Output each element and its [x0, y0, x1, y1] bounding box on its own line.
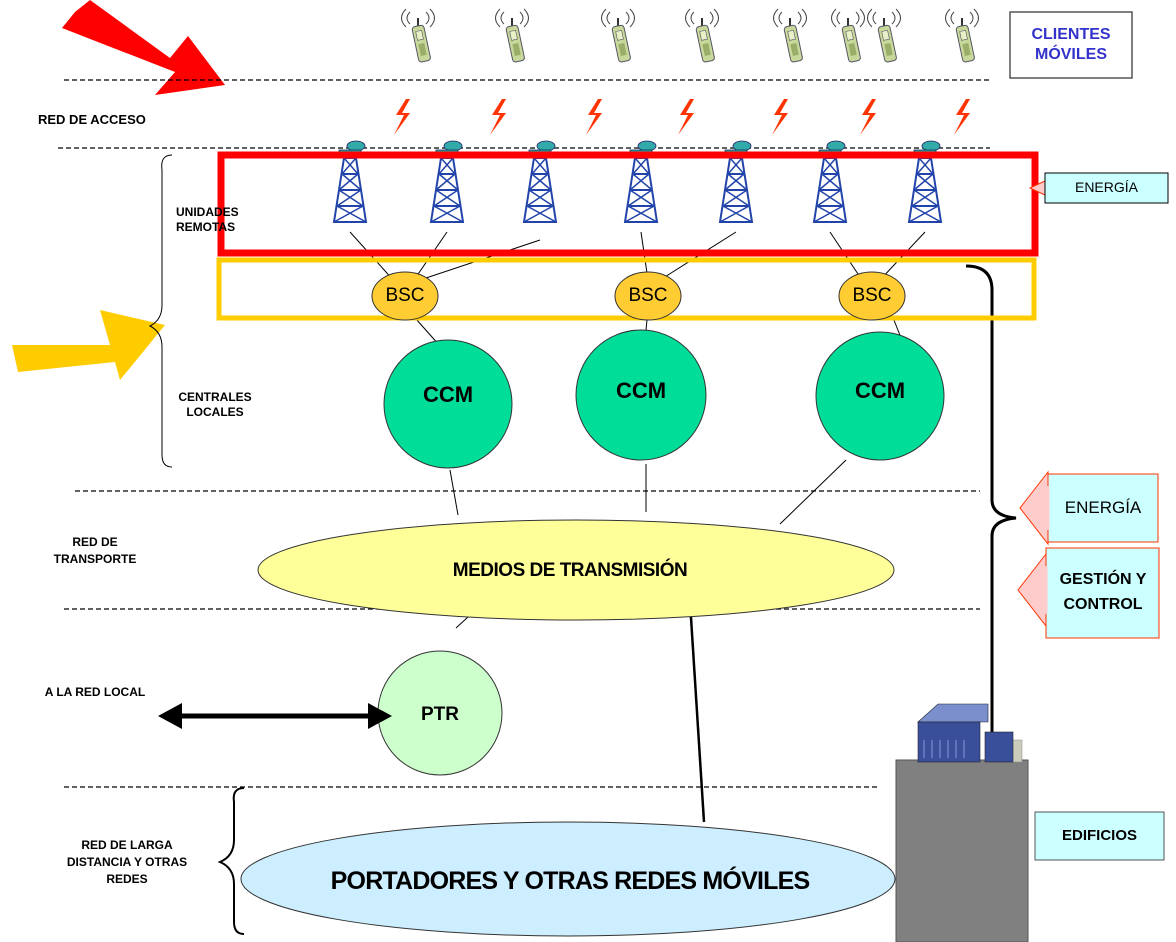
- bsc-node-shape: [838, 271, 906, 321]
- red-arrow-icon: [62, 0, 225, 95]
- bsc-node-shape: [614, 271, 682, 321]
- ccm-label: CCM: [854, 378, 906, 404]
- phone-icon: [866, 8, 902, 64]
- bsc-frame: [216, 257, 1037, 321]
- phone-icon: [400, 8, 436, 64]
- energia-box-2: [1019, 470, 1159, 546]
- phone-icon: [600, 8, 636, 64]
- signal-bolt-icon: [772, 99, 788, 135]
- signal-bolt-icon: [394, 99, 410, 135]
- label-centrales-locales: CENTRALES LOCALES: [178, 390, 252, 419]
- phone-icon: [830, 8, 866, 64]
- gestion-label: GESTIÓN Y CONTROL: [1059, 571, 1147, 613]
- label-red-acceso: RED DE ACCESO: [38, 112, 146, 127]
- signal-bolt-icon: [860, 99, 876, 135]
- ptr-label: PTR: [421, 704, 459, 726]
- energia-label-1: ENERGÍA: [1074, 179, 1138, 196]
- label-red-transporte: RED DE TRANSPORTE: [53, 535, 137, 566]
- label-unidades-remotas: UNIDADES REMOTAS: [176, 205, 239, 234]
- ccm-node-shape: [815, 331, 945, 461]
- portadores-ellipse: [240, 821, 896, 937]
- ccm-node-shape: [383, 339, 513, 469]
- energia-box-1: [1028, 172, 1169, 204]
- bsc-label: BSC: [852, 285, 892, 307]
- ccm-node-shape: [575, 329, 707, 461]
- signal-bolt-icon: [954, 99, 970, 135]
- label-a-la-red-local: A LA RED LOCAL: [44, 685, 146, 699]
- bsc-label: BSC: [628, 285, 668, 307]
- double-arrow-icon: [158, 703, 392, 729]
- portadores-label: PORTADORES Y OTRAS REDES MÓVILES: [330, 867, 810, 896]
- edificios-box: [1034, 811, 1165, 861]
- gestion-box: [1017, 547, 1160, 639]
- label-red-larga-distancia: RED DE LARGA DISTANCIA Y OTRAS REDES: [66, 838, 188, 886]
- medios-ellipse: [257, 519, 895, 621]
- phone-icon: [944, 8, 980, 64]
- yellow-arrow-icon: [12, 310, 165, 380]
- brace-right: [965, 264, 1017, 780]
- signal-bolt-icon: [490, 99, 506, 135]
- edificios-label: EDIFICIOS: [1061, 826, 1137, 844]
- signal-bolt-icon: [586, 99, 602, 135]
- brace-larga-distancia: [217, 787, 245, 935]
- phone-icon: [772, 8, 808, 64]
- clientes-box: [1009, 11, 1133, 79]
- ccm-label: CCM: [422, 382, 474, 408]
- ccm-label: CCM: [615, 378, 667, 404]
- clientes-label: CLIENTES MÓVILES: [1031, 26, 1111, 63]
- energia-frame: [217, 151, 1039, 257]
- building-icon: [895, 703, 1029, 942]
- medios-label: MEDIOS DE TRANSMISIÓN: [452, 560, 688, 582]
- signal-bolt-icon: [678, 99, 694, 135]
- phone-icon: [494, 8, 530, 64]
- bsc-node-shape: [371, 271, 439, 321]
- energia-label-2: ENERGÍA: [1064, 498, 1142, 518]
- bsc-label: BSC: [385, 285, 425, 307]
- brace-local: [148, 154, 173, 468]
- phone-icon: [684, 8, 720, 64]
